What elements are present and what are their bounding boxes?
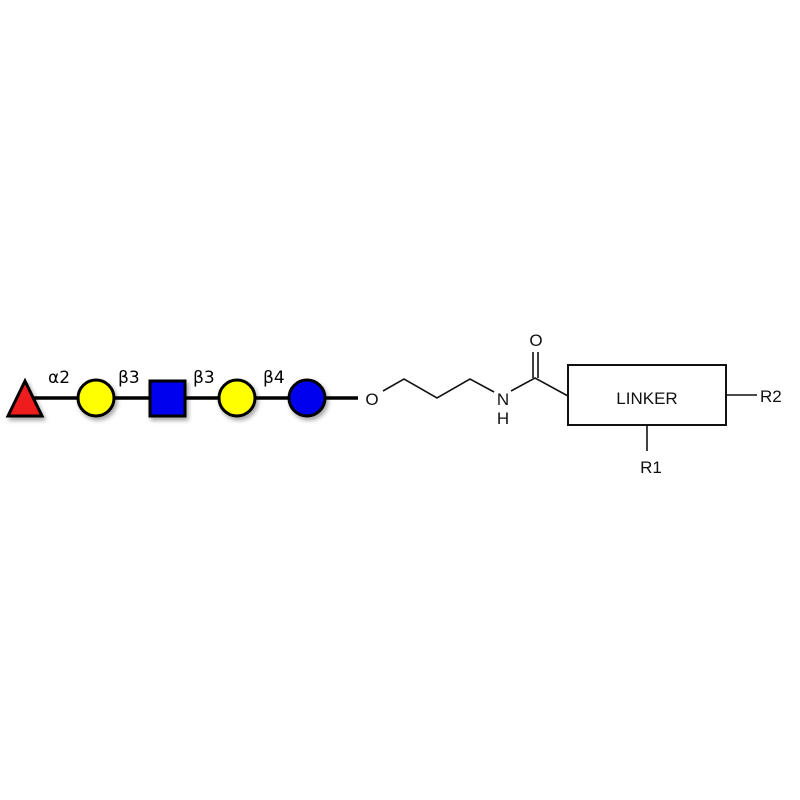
- linkage-label: β3: [193, 368, 215, 388]
- galactose-circle-icon: [76, 378, 116, 418]
- galactose-circle-icon: [217, 378, 257, 418]
- linkage-label: α2: [48, 368, 70, 388]
- glucose-circle-icon: [287, 378, 327, 418]
- carbonyl-oxygen-label: O: [529, 331, 542, 350]
- linker-label: LINKER: [616, 389, 677, 408]
- r2-label: R2: [760, 387, 782, 406]
- nitrogen-atom-label: N: [497, 390, 509, 409]
- oxygen-atom-label: O: [365, 390, 378, 409]
- hydrogen-atom-label: H: [497, 409, 509, 428]
- propyl-chain: [382, 378, 495, 399]
- amide-bond: [510, 377, 569, 397]
- r1-label: R1: [640, 458, 662, 477]
- linkage-label: β3: [118, 368, 140, 388]
- linkage-label: β4: [263, 368, 285, 388]
- glcnac-square-icon: [148, 379, 187, 418]
- fucose-triangle-icon: [5, 377, 45, 418]
